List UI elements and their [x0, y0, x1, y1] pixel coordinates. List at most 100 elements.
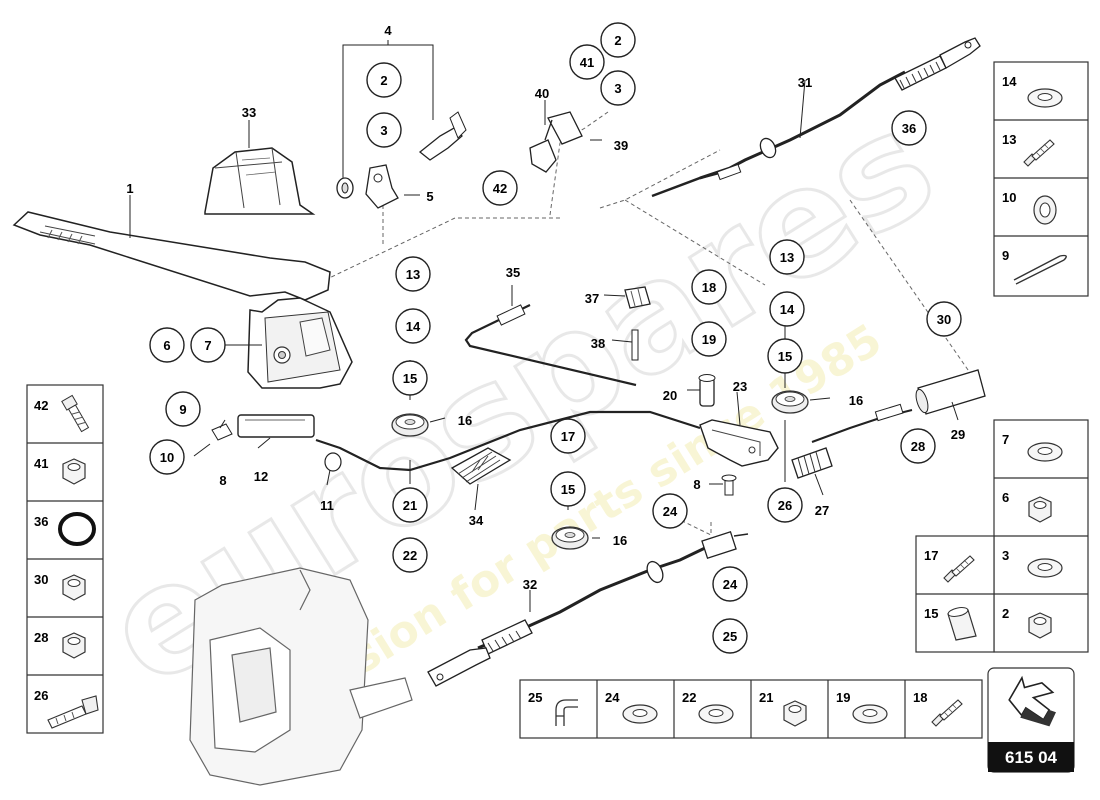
callout-label-c11: 11: [320, 498, 334, 513]
callout-number: 15: [778, 349, 792, 364]
callout-circle: [550, 418, 586, 454]
callout-c2: 2: [600, 22, 636, 58]
callout-number: 7: [204, 338, 211, 353]
callout-c22: 22: [392, 537, 428, 573]
callout-label-c16: 16: [849, 393, 863, 408]
callout-number: 24: [723, 577, 738, 592]
callout-circle: [891, 110, 927, 146]
switch-bracket-part: [529, 111, 583, 173]
legend-rl-label-3: 3: [1002, 548, 1009, 563]
callout-label-c8: 8: [693, 477, 700, 492]
cover-part: [204, 147, 316, 215]
callout-number: 22: [403, 548, 417, 563]
callout-circle: [769, 291, 805, 327]
callout-circle: [395, 256, 431, 292]
legend-left-label-2: 36: [34, 514, 48, 529]
callout-circle: [652, 493, 688, 529]
callout-circle: [691, 321, 727, 357]
legend-left-label-5: 26: [34, 688, 48, 703]
callout-label-c20: 20: [663, 388, 677, 403]
pulley-16a: [391, 413, 429, 437]
callout-c26: 26: [767, 487, 803, 523]
callout-circle: [482, 170, 518, 206]
legend-rl-label-2: 2: [1002, 606, 1009, 621]
callout-circle: [392, 537, 428, 573]
callout-number: 25: [723, 629, 737, 644]
callout-number: 18: [702, 280, 716, 295]
callout-label-c38: 38: [591, 336, 605, 351]
callout-circle: [926, 301, 962, 337]
callout-c13: 13: [395, 256, 431, 292]
callout-number: 26: [778, 498, 792, 513]
callout-c14: 14: [769, 291, 805, 327]
callout-label-c40: 40: [535, 86, 549, 101]
callout-number: 2: [614, 33, 621, 48]
sensor-bracket-part: [336, 111, 467, 209]
pin-part: [698, 374, 716, 407]
nut-icon: [1028, 612, 1052, 639]
legend-bottom: 25 24 22 21 19 18: [519, 679, 983, 739]
cable-upper: [651, 37, 981, 198]
callout-c17: 17: [550, 418, 586, 454]
callout-number: 41: [580, 55, 594, 70]
callout-c9: 9: [165, 391, 201, 427]
legend-right-label-3: 9: [1002, 248, 1009, 263]
nut-icon: [1028, 496, 1052, 523]
callout-number: 2: [380, 73, 387, 88]
callout-c19: 19: [691, 321, 727, 357]
legend-bottom-label-3: 21: [759, 690, 773, 705]
callout-label-c8: 8: [219, 473, 226, 488]
legend-rl-label-7: 7: [1002, 432, 1009, 447]
callout-label-c23: 23: [733, 379, 747, 394]
callout-c15: 15: [550, 471, 586, 507]
bolt-icon: [61, 394, 90, 433]
legend-left-label-3: 30: [34, 572, 48, 587]
callout-c36: 36: [891, 110, 927, 146]
callout-c28: 28: [900, 428, 936, 464]
legend-bottom-label-1: 24: [605, 690, 620, 705]
callout-label-c1: 1: [126, 181, 133, 196]
callout-c42: 42: [482, 170, 518, 206]
callout-label-c16: 16: [613, 533, 627, 548]
callout-label-c31: 31: [798, 75, 812, 90]
callout-number: 3: [614, 81, 621, 96]
callout-number: 19: [702, 332, 716, 347]
callout-circle: [149, 439, 185, 475]
callout-label-c29: 29: [951, 427, 965, 442]
clip-icon: [555, 699, 578, 726]
callout-label-c27: 27: [815, 503, 829, 518]
handbrake-lever: [12, 211, 353, 389]
callout-circle: [569, 44, 605, 80]
callout-circle: [767, 487, 803, 523]
cotter-pin-icon: [1013, 254, 1067, 285]
callout-number: 15: [561, 482, 575, 497]
page-nav[interactable]: 615 04: [987, 667, 1075, 773]
legend-rl-label-15: 15: [924, 606, 938, 621]
callout-circle: [165, 391, 201, 427]
legend-rl-label-17: 17: [924, 548, 938, 563]
legend-left-label-1: 41: [34, 456, 48, 471]
callout-number: 14: [780, 302, 795, 317]
legend-right: 14 13 10 9: [993, 61, 1089, 297]
callout-circle: [767, 338, 803, 374]
legend-bottom-label-4: 19: [836, 690, 850, 705]
callout-c6: 6: [149, 327, 185, 363]
callout-number: 3: [380, 123, 387, 138]
callout-circle: [149, 327, 185, 363]
bracket-part: [699, 419, 779, 467]
page-code: 615 04: [1005, 748, 1058, 767]
pulley-16b: [771, 390, 809, 414]
legend-left-label-4: 28: [34, 630, 48, 645]
callout-c24: 24: [712, 566, 748, 602]
washer-icon: [852, 704, 888, 724]
callout-number: 42: [493, 181, 507, 196]
callout-c3: 3: [366, 112, 402, 148]
callout-number: 13: [406, 267, 420, 282]
callout-label-c16: 16: [458, 413, 472, 428]
washer-icon: [1027, 88, 1063, 108]
rod-part: [464, 304, 637, 387]
brake-caliper: [189, 567, 413, 786]
callout-c13: 13: [769, 239, 805, 275]
callout-label-c33: 33: [242, 105, 256, 120]
